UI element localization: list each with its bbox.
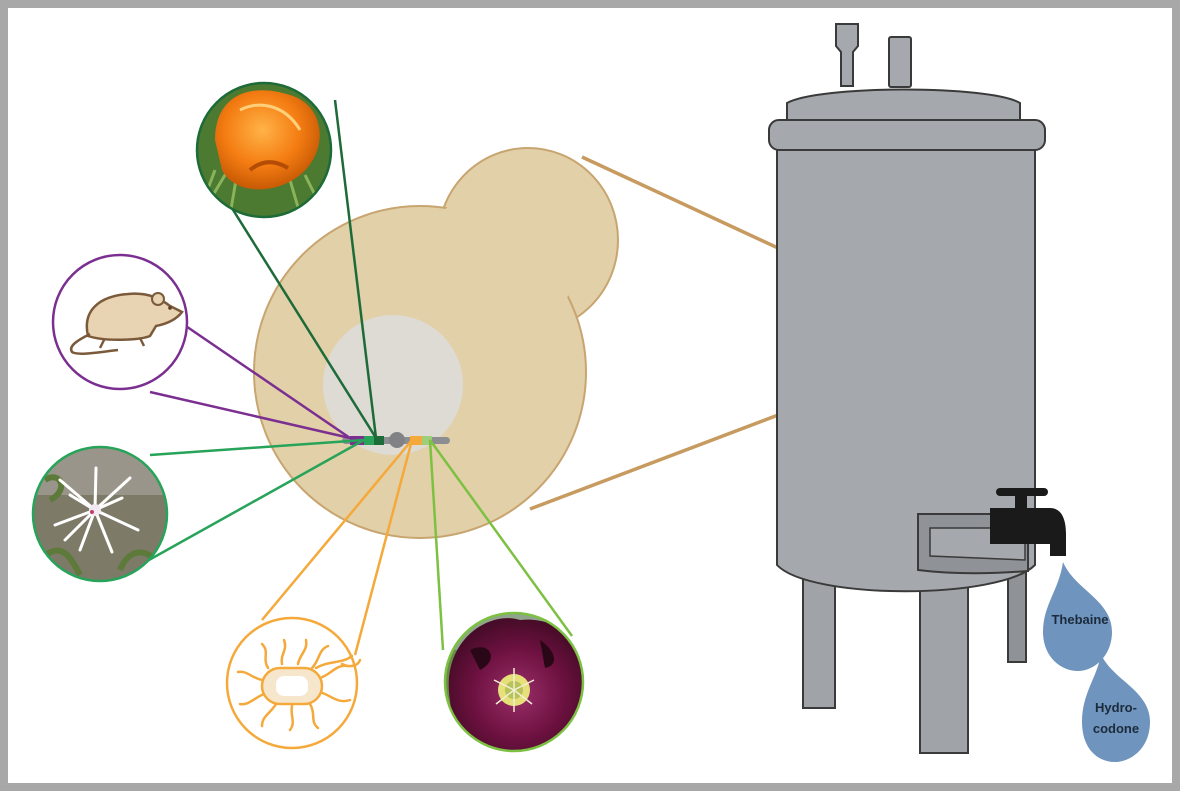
yeast-cell <box>253 147 619 539</box>
tank-leg <box>802 567 836 709</box>
faucet-icon <box>990 488 1066 556</box>
hydrocodone-drop: Hydro- codone <box>1082 654 1150 762</box>
tank-leg <box>919 584 969 754</box>
hydrocodone-label-line2: codone <box>1093 721 1139 736</box>
thebaine-drop: Thebaine <box>1043 562 1112 671</box>
hydrocodone-label-line1: Hydro- <box>1095 700 1137 715</box>
bacterium-icon <box>225 616 362 750</box>
opium-poppy-photo <box>443 611 585 753</box>
fermentation-tank <box>768 23 1046 754</box>
tank-pipe <box>835 23 859 87</box>
thebaine-label: Thebaine <box>1051 612 1108 627</box>
tank-leg <box>1007 569 1027 663</box>
tank-lid <box>768 119 1046 151</box>
yeast-nucleus <box>323 315 463 455</box>
california-poppy-photo <box>195 81 333 219</box>
connector-lines <box>139 99 574 656</box>
rat-icon <box>51 253 189 391</box>
tank-body <box>776 149 1036 593</box>
tank-pipe <box>888 36 912 88</box>
tank-dome <box>786 88 1021 125</box>
goldthread-flower-photo <box>31 445 169 583</box>
